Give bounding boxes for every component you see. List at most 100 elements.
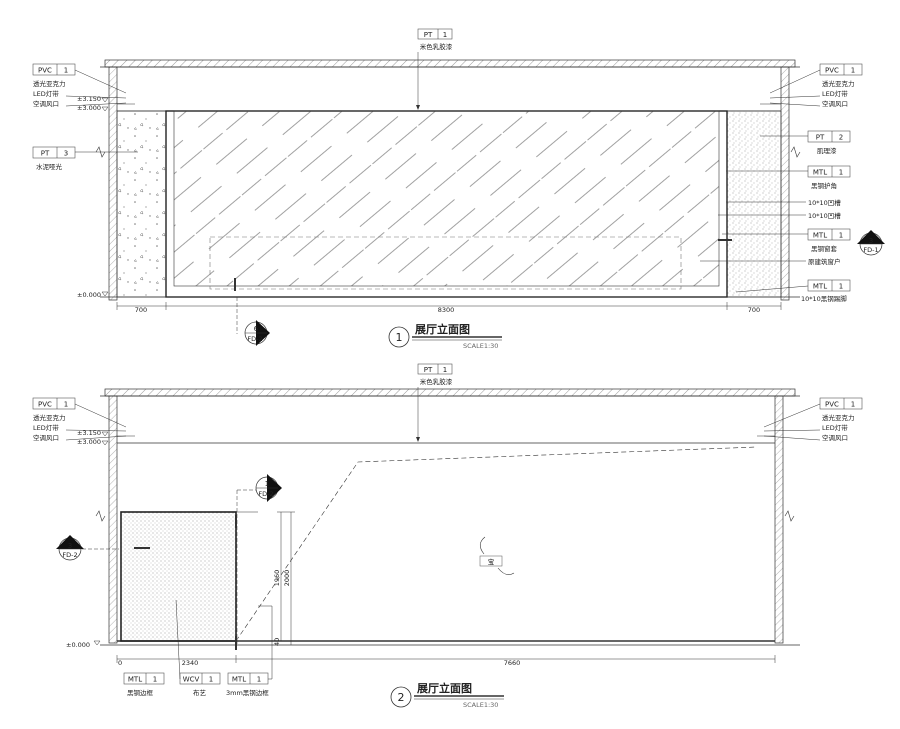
e2-section-marker-1[interactable]: 1 FD-2 bbox=[236, 474, 282, 645]
ceiling-slab bbox=[104, 59, 796, 68]
e2-scale: SCALE1:30 bbox=[463, 701, 498, 709]
elevation-2: 1960 2000 40 宝 PT 1 米色乳胶漆 PVC 1 透光亚克力 LE… bbox=[32, 363, 863, 709]
e2-dim-v2: 2000 bbox=[283, 570, 291, 587]
e1-left-pvc-num: 1 bbox=[64, 67, 68, 75]
e2-mtl-b-num: 1 bbox=[257, 676, 261, 684]
e1-mtl-b-num: 1 bbox=[839, 232, 843, 240]
e1-right-pvc-desc2: LED灯带 bbox=[822, 89, 848, 98]
e1-left-pvc-desc1: 透光亚克力 bbox=[33, 79, 66, 88]
e2-marker1-num: 1 bbox=[265, 480, 269, 488]
e1-dim-3: 700 bbox=[748, 306, 760, 314]
e2-right-pvc-desc1: 透光亚克力 bbox=[822, 413, 855, 422]
e1-mtl-b-code: MTL bbox=[813, 232, 827, 240]
e2-title-number: 2 bbox=[398, 691, 405, 704]
e1-section-marker-6[interactable]: 6 FD-2 bbox=[236, 297, 270, 346]
e1-mtl-c-num: 1 bbox=[839, 283, 843, 291]
e1-title-number: 1 bbox=[396, 331, 403, 344]
e1-mtl-c-code: MTL bbox=[813, 283, 827, 291]
e1-right-pvc-num: 1 bbox=[851, 67, 855, 75]
e2-level-3150: ±3.150 bbox=[77, 429, 101, 437]
e1-marker6-num: 6 bbox=[254, 325, 259, 333]
e1-scale: SCALE1:30 bbox=[463, 342, 498, 350]
e1-pt3-num: 3 bbox=[64, 150, 68, 158]
e2-wcv-desc: 布艺 bbox=[193, 688, 207, 697]
e2-right-pvc-desc2: LED灯带 bbox=[822, 423, 848, 432]
e2-left-pvc-code: PVC bbox=[38, 401, 52, 409]
e2-arrow-label: 宝 bbox=[488, 557, 495, 566]
e2-left-pvc-desc2: LED灯带 bbox=[33, 423, 59, 432]
e1-title: 展厅立面图 bbox=[414, 322, 470, 336]
e1-marker3-ref: FD-1 bbox=[863, 246, 878, 254]
e2-marker3-num: 3 bbox=[68, 542, 72, 550]
e1-right-pvc-code: PVC bbox=[825, 67, 839, 75]
e1-right-pvc-desc1: 透光亚克力 bbox=[822, 79, 855, 88]
e1-ceiling-num: 1 bbox=[443, 31, 447, 39]
e1-level-3000: ±3.000 bbox=[77, 104, 101, 112]
window-glass bbox=[173, 110, 720, 287]
e2-left-pvc-desc1: 透光亚克力 bbox=[33, 413, 66, 422]
e2-title: 展厅立面图 bbox=[416, 681, 472, 695]
e2-left-pvc-desc3: 空调风口 bbox=[33, 433, 59, 442]
e1-pt2-num: 2 bbox=[839, 134, 843, 142]
left-wall bbox=[108, 66, 118, 301]
e2-ceiling-desc: 米色乳胶漆 bbox=[420, 377, 453, 386]
e1-marker3-num: 3 bbox=[869, 237, 873, 245]
e1-level-0: ±0.000 bbox=[77, 291, 101, 299]
e1-left-pvc-desc3: 空调风口 bbox=[33, 99, 59, 108]
e1-groove-b: 10*10凹槽 bbox=[808, 211, 841, 220]
e2-section-marker-3[interactable]: 3 FD-2 bbox=[56, 535, 119, 561]
e1-mtl-a-desc: 黑钢护角 bbox=[811, 181, 837, 190]
e1-mtl-a-code: MTL bbox=[813, 169, 827, 177]
e2-ceiling-code: PT bbox=[424, 366, 433, 374]
e1-pt2-desc: 肌理漆 bbox=[817, 146, 837, 155]
e2-mtl-a-num: 1 bbox=[153, 676, 157, 684]
elevation-1: PT 1 米色乳胶漆 PVC 1 透光亚克力 LED灯带 空调风口 ±3.150… bbox=[32, 28, 885, 350]
texture-panel-right bbox=[726, 110, 782, 298]
e1-dim-2: 8300 bbox=[438, 306, 455, 314]
e1-mtl-a-num: 1 bbox=[839, 169, 843, 177]
e2-marker3-ref: FD-2 bbox=[62, 551, 77, 559]
ceiling-slab-2 bbox=[104, 388, 796, 397]
e2-right-pvc-desc3: 空调风口 bbox=[822, 433, 848, 442]
e2-left-pvc-num: 1 bbox=[64, 401, 68, 409]
e1-dim-1: 700 bbox=[135, 306, 147, 314]
concrete-panel-left bbox=[116, 110, 167, 298]
e2-mtl-b-desc: 3mm黑钢边框 bbox=[226, 688, 269, 697]
e2-mtl-a-code: MTL bbox=[128, 676, 142, 684]
e1-ceiling-code: PT bbox=[424, 31, 433, 39]
e1-right-pvc-desc3: 空调风口 bbox=[822, 99, 848, 108]
e1-level-3150: ±3.150 bbox=[77, 95, 101, 103]
e2-level-0: ±0.000 bbox=[66, 641, 90, 649]
right-wall bbox=[780, 66, 790, 301]
e2-dim-v3: 40 bbox=[273, 638, 281, 646]
e1-mtl-b-desc: 黑钢窗套 bbox=[811, 244, 838, 253]
e2-dim-v1: 1960 bbox=[273, 570, 281, 587]
e1-window-note: 原建筑窗户 bbox=[808, 257, 841, 266]
e1-marker6-ref: FD-2 bbox=[247, 335, 262, 343]
e2-level-3000: ±3.000 bbox=[77, 438, 101, 446]
e1-left-pvc-code: PVC bbox=[38, 67, 52, 75]
e1-ceiling-desc: 米色乳胶漆 bbox=[420, 42, 453, 51]
e2-mtl-a-desc: 黑钢边框 bbox=[127, 688, 154, 697]
e1-groove-a: 10*10凹槽 bbox=[808, 198, 841, 207]
left-wall-2 bbox=[108, 395, 118, 644]
e1-mtl-c-desc: 10*10黑钢踢脚 bbox=[801, 294, 847, 303]
e1-pt3-code: PT bbox=[41, 150, 50, 158]
e1-left-pvc-desc2: LED灯带 bbox=[33, 89, 59, 98]
e2-right-pvc-code: PVC bbox=[825, 401, 839, 409]
e2-ceiling-num: 1 bbox=[443, 366, 447, 374]
e2-marker1-ref: FD-2 bbox=[258, 490, 273, 498]
e2-mtl-b-code: MTL bbox=[232, 676, 246, 684]
e2-wcv-code: WCV bbox=[183, 676, 200, 684]
e1-pt3-desc: 水泥哑光 bbox=[36, 162, 63, 171]
e2-dim-1: 2340 bbox=[182, 659, 199, 667]
e2-wcv-num: 1 bbox=[209, 676, 213, 684]
e1-section-marker-3[interactable]: 3 FD-1 bbox=[857, 230, 885, 256]
e2-right-pvc-num: 1 bbox=[851, 401, 855, 409]
fabric-panel bbox=[120, 511, 237, 642]
right-wall-2 bbox=[774, 395, 784, 644]
e2-dim-2: 7660 bbox=[504, 659, 521, 667]
e2-dim-zero: 0 bbox=[118, 659, 122, 667]
e1-pt2-code: PT bbox=[816, 134, 825, 142]
